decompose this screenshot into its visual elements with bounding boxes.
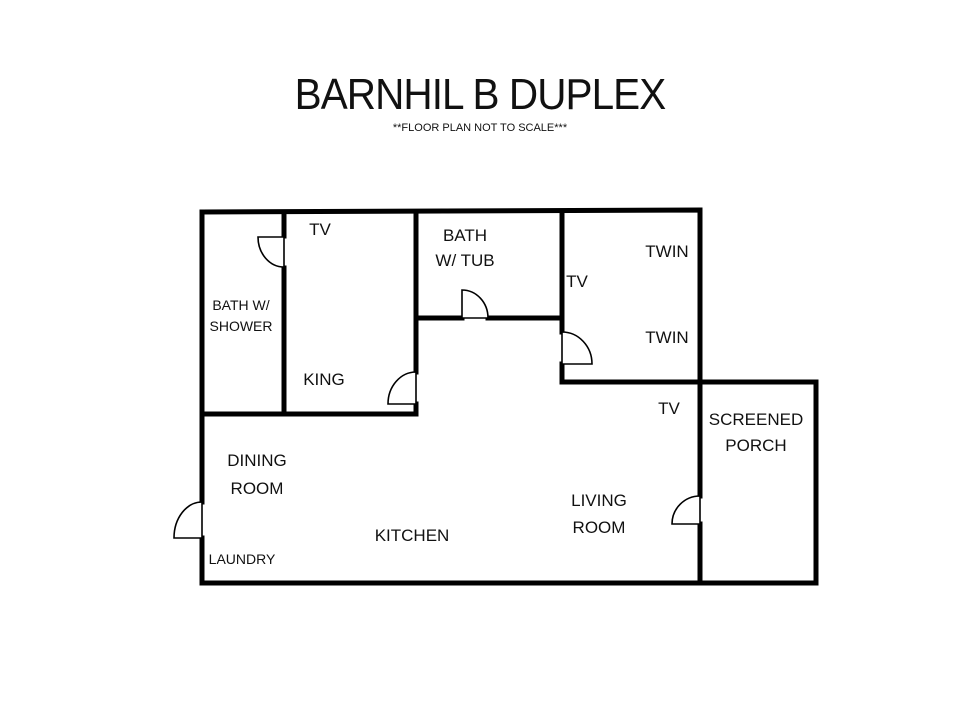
outer-wall (199, 207, 819, 586)
kitchen-label: KITCHEN (375, 526, 450, 545)
king-label: KING (303, 370, 345, 389)
tv-living-label: TV (658, 399, 680, 418)
door-king (387, 371, 417, 405)
twin-label-1: TWIN (645, 242, 688, 261)
dining-room-label-line1: DINING (227, 451, 287, 470)
door-twin (561, 331, 593, 365)
plan-title: BARNHIL B DUPLEX (294, 70, 667, 119)
door-porch (671, 495, 701, 525)
screened-porch-label-line1: SCREENED (709, 410, 803, 429)
living-room-label-line2: ROOM (573, 518, 626, 537)
bath-shower-label-line2: SHOWER (210, 318, 273, 334)
door-entry (173, 501, 203, 539)
laundry-label: LAUNDRY (209, 551, 276, 567)
bath-tub-label-line1: BATH (443, 226, 487, 245)
bath-tub-label-line2: W/ TUB (435, 251, 494, 270)
bath-shower-label-line1: BATH W/ (212, 297, 269, 313)
door-bath-shower (257, 236, 285, 268)
tv-twin-label: TV (566, 272, 588, 291)
plan-subtitle: **FLOOR PLAN NOT TO SCALE*** (392, 122, 568, 134)
door-bath-tub (461, 289, 489, 319)
tv-king-label: TV (309, 220, 331, 239)
dining-room-label-line2: ROOM (231, 479, 284, 498)
twin-label-2: TWIN (645, 328, 688, 347)
screened-porch-label-line2: PORCH (725, 436, 786, 455)
living-room-label-line1: LIVING (571, 491, 627, 510)
